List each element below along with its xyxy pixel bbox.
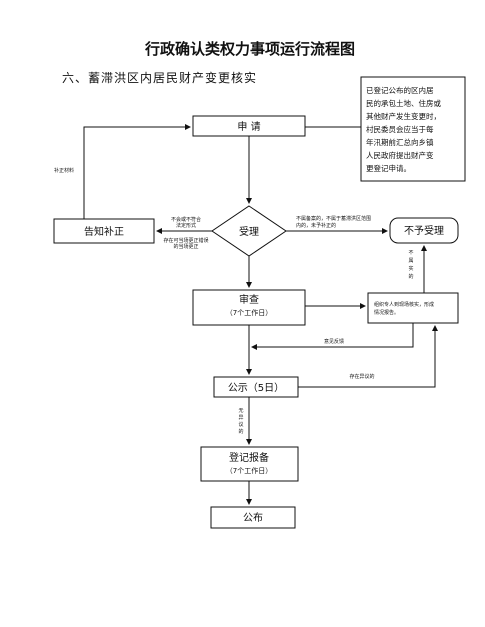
note-line: 其他财产发生变更时， [366, 111, 441, 121]
node-verify: 组织专人到现场核实，形成 情况报告。 [367, 292, 459, 324]
label-no-objection-1: 异 [238, 415, 243, 421]
note-line: 人民政府提出财产变 [366, 150, 434, 160]
label-not-accept-2: 内的，未予补正的 [296, 222, 336, 229]
node-reject: 不予受理 [389, 217, 459, 244]
node-notify-label: 告知补正 [84, 225, 124, 238]
node-apply-label: 申 请 [237, 120, 260, 133]
label-no-objection-2: 议 [238, 421, 243, 428]
node-notify: 告知补正 [53, 218, 155, 244]
node-accept: 受理 [211, 205, 287, 257]
note-line: 已登记公布的区内居 [366, 85, 434, 95]
label-not-true-3: 的 [408, 273, 413, 280]
note-line: 民的承包土地、住房或 [366, 98, 441, 108]
node-publish: 公布 [210, 506, 296, 529]
node-review: 审查 （7个工作日） [192, 289, 306, 326]
edge-notify-apply [83, 124, 191, 219]
note-line: 更登记申请。 [366, 163, 411, 173]
label-no-objection-3: 的 [238, 428, 243, 435]
label-not-accept-1: 不属备案的，不属于蓄滞洪区范围 [296, 215, 371, 222]
label-not-true-2: 实 [408, 265, 413, 272]
note-box: 已登记公布的区内居 民的承包土地、住房或 其他财产发生变更时， 村民委员会应当于… [360, 76, 466, 182]
page-subtitle: 六、蓄滞洪区内居民财产变更核实 [62, 70, 257, 85]
node-verify-line: 组织专人到现场核实，形成 [374, 301, 434, 308]
node-apply: 申 请 [192, 115, 306, 137]
note-line: 年汛期前汇总向乡镇 [366, 137, 434, 147]
label-not-true-1: 属 [408, 258, 413, 264]
node-register: 登记报备 （7个工作日） [200, 446, 299, 482]
node-register-label: 登记报备 [229, 451, 269, 464]
node-publish-label: 公布 [243, 512, 263, 524]
label-incomplete-2: 法定形式 [176, 222, 196, 229]
label-opinion: 意见反馈 [324, 338, 344, 345]
label-incomplete-1: 不会或不符合 [171, 216, 201, 223]
node-review-sub: （7个工作日） [226, 308, 272, 317]
label-not-true-0: 不 [408, 250, 413, 256]
node-verify-line: 情况报告。 [374, 309, 399, 316]
edge-verify-feedback [251, 323, 414, 350]
label-supplement: 补正材料 [54, 167, 74, 174]
edge-publicize-verify [298, 325, 438, 388]
label-correctable-1: 存在可当场更正错误 [163, 237, 208, 244]
node-register-sub: （7个工作日） [226, 466, 272, 475]
node-accept-label: 受理 [239, 226, 259, 238]
label-objection: 存在异议的 [349, 373, 374, 380]
node-review-label: 审查 [239, 293, 259, 306]
node-publicize: 公示（5日） [213, 376, 299, 398]
label-correctable-2: 的当场更正 [173, 243, 198, 250]
page-title: 行政确认类权力事项运行流程图 [144, 40, 355, 58]
label-no-objection-0: 无 [238, 408, 243, 414]
note-line: 村民委员会应当于每 [366, 124, 434, 134]
node-reject-label: 不予受理 [404, 225, 444, 237]
node-publicize-label: 公示（5日） [228, 382, 284, 394]
